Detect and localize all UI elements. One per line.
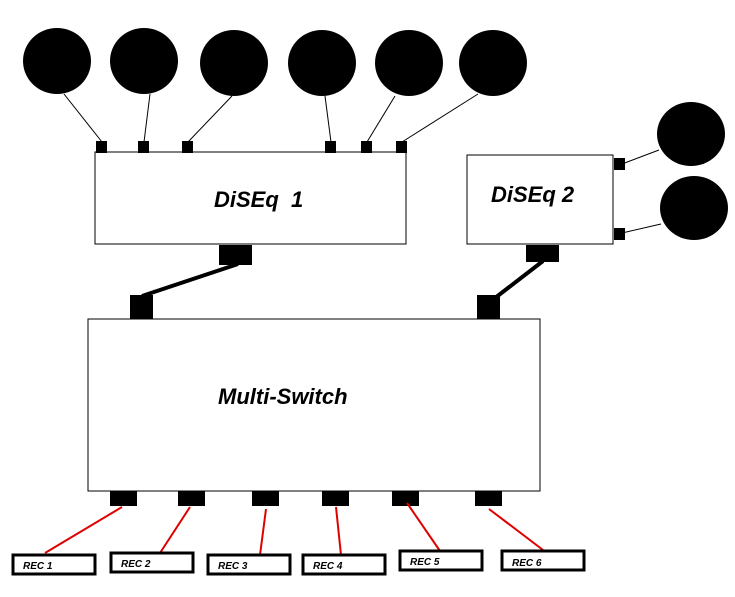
receiver-2-label: REC 2	[121, 559, 151, 570]
diseq1-input-port-5	[361, 141, 372, 153]
receiver-3-label: REC 3	[218, 561, 248, 572]
receiver-3: REC 3	[206, 553, 292, 576]
receiver-4: REC 4	[301, 553, 387, 576]
multiswitch-output-port-1	[110, 491, 137, 506]
receiver-cable-5	[406, 502, 441, 552]
multiswitch-output-port-5	[392, 491, 419, 506]
dish-cable-7	[621, 149, 660, 165]
cable-diseq2-to-multiswitch	[493, 259, 545, 300]
receiver-1: REC 1	[11, 553, 97, 576]
receiver-5-label: REC 5	[410, 557, 440, 568]
dish-cable-8	[621, 223, 662, 234]
receiver-1-label: REC 1	[23, 561, 53, 572]
receiver-6: REC 6	[500, 549, 586, 572]
dish-cable-1	[63, 93, 103, 143]
multiswitch-output-port-3	[252, 491, 279, 506]
diseq1-input-port-6	[396, 141, 407, 153]
dish-3	[200, 30, 268, 96]
receiver-cable-3	[259, 508, 267, 556]
receiver-cable-6	[488, 508, 544, 551]
dish-2	[110, 28, 178, 94]
diseq1-input-port-2	[138, 141, 149, 153]
receiver-cable-1	[44, 506, 123, 554]
multiswitch-input-port-1	[130, 295, 153, 319]
diseq2-input-port-1	[614, 158, 625, 170]
receiver-6-label: REC 6	[512, 558, 542, 569]
cable-diseq1-to-multiswitch	[141, 262, 239, 298]
dish-cable-4	[324, 95, 332, 143]
dish-1	[23, 28, 91, 94]
multiswitch-label: Multi-Switch	[218, 384, 348, 409]
dish-5	[375, 30, 443, 96]
receiver-4-label: REC 4	[313, 561, 343, 572]
diseq2-label: DiSEq 2	[491, 182, 575, 207]
dish-7	[657, 102, 725, 166]
dish-cable-2	[143, 93, 151, 143]
dish-8	[660, 176, 728, 240]
dish-cable-3	[187, 95, 233, 143]
diseq2-box	[466, 154, 614, 245]
multiswitch-output-port-2	[178, 491, 205, 506]
multiswitch-box	[87, 318, 541, 492]
multiswitch-output-port-4	[322, 491, 349, 506]
diseq1-input-port-1	[96, 141, 107, 153]
dish-cable-5	[366, 95, 396, 143]
multiswitch-output-port-6	[475, 491, 502, 506]
diseq1-output-port	[219, 245, 252, 265]
diseq1-input-port-4	[325, 141, 336, 153]
diseq1-input-port-3	[182, 141, 193, 153]
dish-6	[459, 30, 527, 96]
dish-4	[288, 30, 356, 96]
diseq2-output-port	[526, 245, 559, 262]
dish-cable-6	[401, 93, 479, 143]
diseq1-box	[94, 151, 407, 245]
receiver-cable-4	[335, 506, 342, 556]
diseq1-label: DiSEq 1	[214, 187, 303, 212]
receiver-5: REC 5	[398, 549, 484, 572]
receiver-cable-2	[159, 506, 191, 554]
receiver-2: REC 2	[109, 551, 195, 574]
multiswitch-input-port-2	[477, 295, 500, 319]
diseq2-input-port-2	[614, 228, 625, 240]
